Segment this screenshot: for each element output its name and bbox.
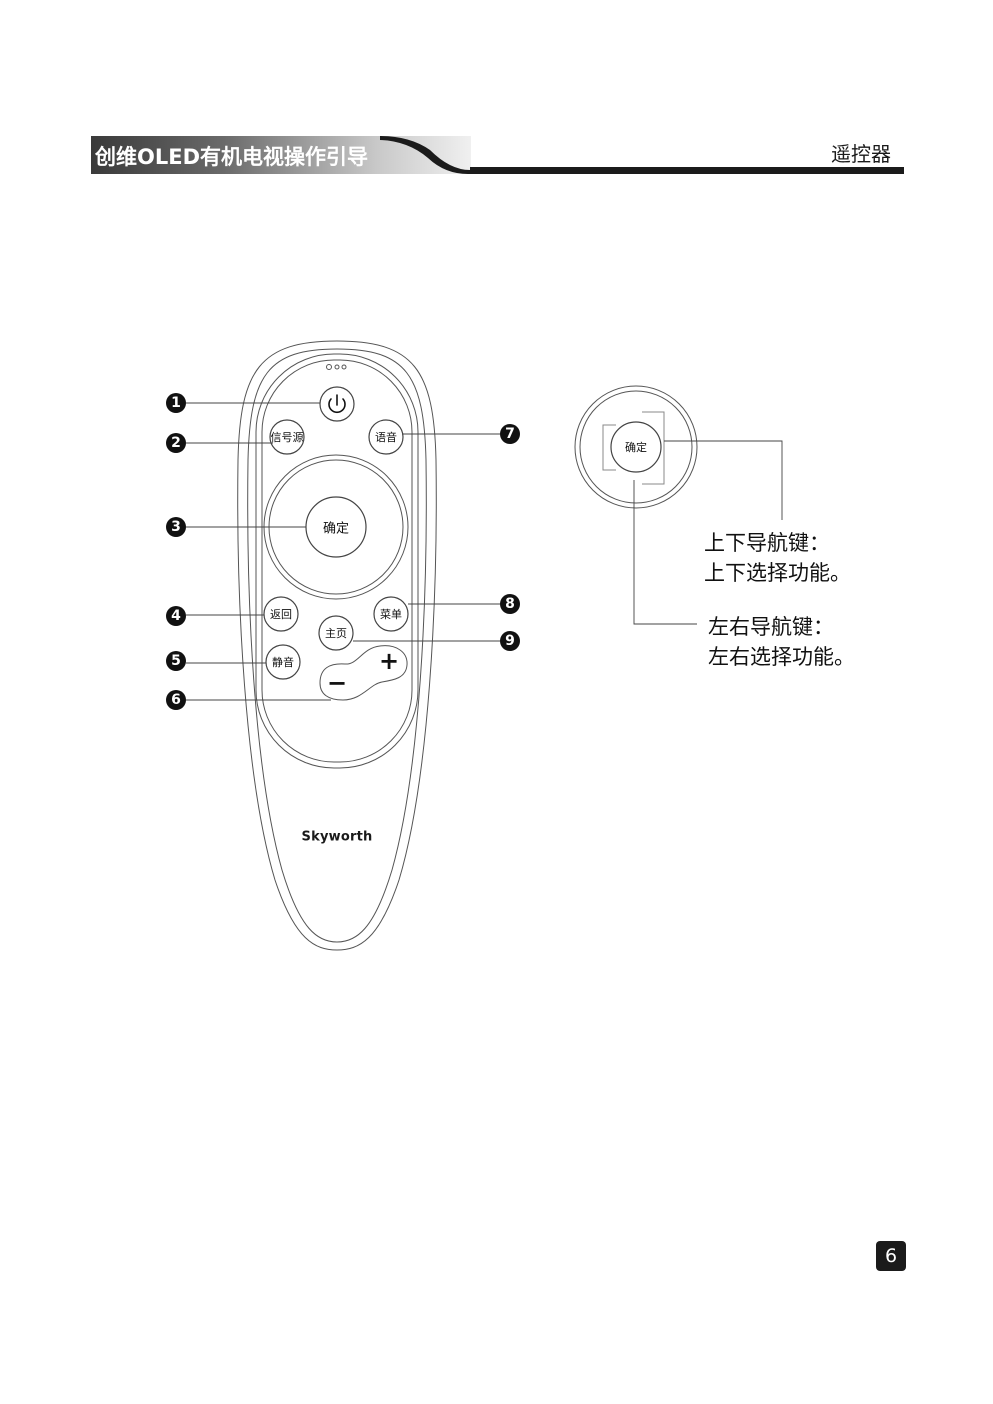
callout-6: 6	[166, 690, 186, 710]
mute-button[interactable]: 静音	[272, 656, 294, 669]
button-panel	[255, 353, 419, 769]
callout-4: 4	[166, 606, 186, 626]
button-panel-inner	[261, 359, 413, 763]
left-right-nav-title: 左右导航键：	[708, 615, 834, 639]
back-button-shape	[263, 596, 299, 632]
header-decoration	[380, 136, 904, 174]
callout-3: 3	[166, 517, 186, 537]
callout-2: 2	[166, 433, 186, 453]
page-number: 6	[876, 1241, 906, 1271]
callout-7: 7	[500, 424, 520, 444]
callout-8: 8	[500, 594, 520, 614]
up-down-nav-desc: 上下选择功能。	[704, 561, 851, 585]
volume-rocker	[319, 645, 408, 701]
section-title: 遥控器	[831, 142, 891, 166]
power-icon	[328, 394, 346, 414]
callout-9: 9	[500, 631, 520, 651]
source-button-shape	[269, 419, 305, 455]
volume-down-button[interactable]: −	[326, 669, 348, 697]
nav-detail-inner	[579, 390, 693, 504]
left-right-leader	[633, 480, 697, 625]
nav-detail-ok-shape	[610, 421, 662, 473]
mute-button-shape	[265, 644, 301, 680]
brand-logo: Skyworth	[301, 829, 373, 845]
document-title: 创维OLED有机电视操作引导	[95, 145, 369, 169]
nav-detail-ok-label: 确定	[625, 441, 647, 454]
back-button[interactable]: 返回	[270, 608, 292, 621]
voice-button[interactable]: 语音	[375, 431, 397, 444]
callout-1: 1	[166, 393, 186, 413]
voice-button-shape	[368, 419, 404, 455]
menu-button[interactable]: 菜单	[380, 608, 402, 621]
remote-body-outline	[237, 340, 437, 951]
up-down-nav-title: 上下导航键：	[704, 531, 830, 555]
nav-detail-outer	[574, 385, 698, 509]
ok-button[interactable]: 确定	[322, 521, 350, 537]
remote-body-inner	[247, 348, 427, 943]
home-button-shape	[318, 615, 354, 651]
source-button[interactable]: 信号源	[270, 431, 304, 444]
left-right-nav-desc: 左右选择功能。	[708, 645, 855, 669]
home-button[interactable]: 主页	[325, 627, 347, 640]
up-down-leader	[664, 440, 783, 520]
callout-5: 5	[166, 651, 186, 671]
menu-button-shape	[373, 596, 409, 632]
volume-up-button[interactable]: +	[378, 647, 400, 675]
remote-illustration	[186, 340, 783, 951]
